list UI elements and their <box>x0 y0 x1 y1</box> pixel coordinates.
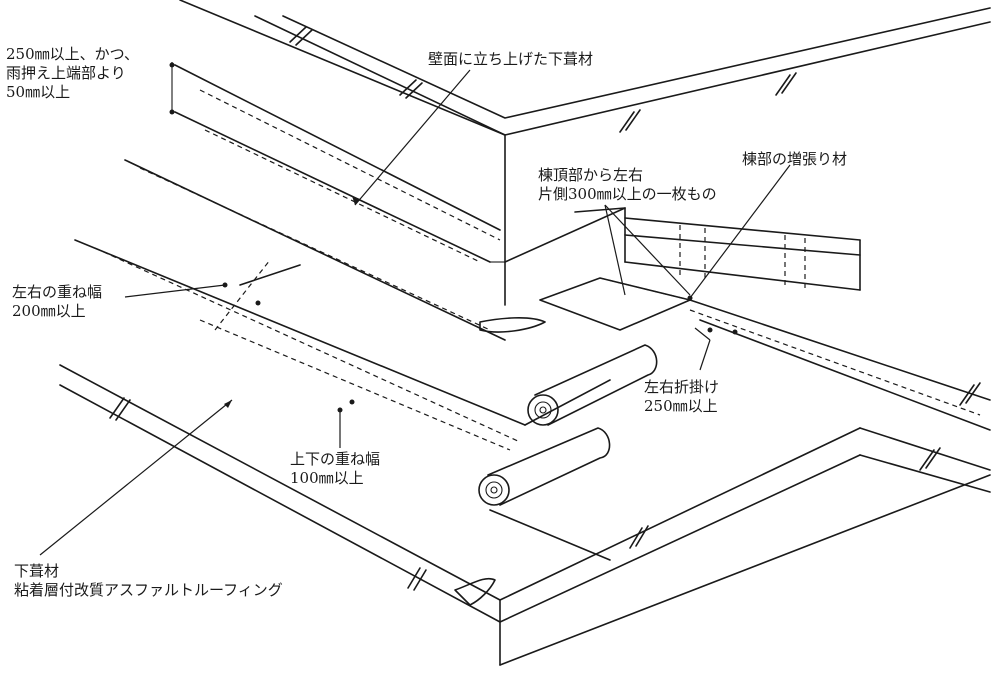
wall-hatch-marks <box>289 26 797 133</box>
wall-underlay-lines <box>171 62 501 263</box>
wall-underlay-label: 壁面に立ち上げた下葺材 <box>428 50 594 68</box>
underlay-line1: 下葺材 <box>14 562 60 580</box>
underlay-line2: 粘着層付改質アスファルトルーフィング <box>14 581 283 599</box>
side-overlap-line2: 200㎜以上 <box>12 302 86 320</box>
vertical-overlap-line2: 100㎜以上 <box>290 469 364 487</box>
wall-rise-condition-line3: 50㎜以上 <box>6 83 71 101</box>
wall-rise-condition-label: 250㎜以上、かつ、 雨押え上端部より 50㎜以上 <box>6 45 139 102</box>
eaves-hatch-marks <box>109 382 981 591</box>
ridge-one-piece-line2: 片側300㎜以上の一枚もの <box>538 185 717 203</box>
ridge-extra-label: 棟部の増張り材 <box>742 150 848 168</box>
wall-rise-condition-line2: 雨押え上端部より <box>6 64 126 82</box>
fold-over-line2: 250㎜以上 <box>644 397 718 415</box>
ridge-one-piece-line1: 棟頂部から左右 <box>538 166 644 184</box>
roof-surface <box>59 159 991 666</box>
fold-over-line1: 左右折掛け <box>644 378 720 396</box>
ridge-area <box>539 207 861 331</box>
fold-over-label: 左右折掛け 250㎜以上 <box>644 378 719 416</box>
wall-structure <box>179 0 991 306</box>
side-overlap-label: 左右の重ね幅 200㎜以上 <box>12 283 102 321</box>
side-overlap-line1: 左右の重ね幅 <box>12 283 103 301</box>
ridge-one-piece-label: 棟頂部から左右 片側300㎜以上の一枚もの <box>538 166 717 204</box>
roll-upper <box>527 344 658 426</box>
leader-lines <box>39 62 791 556</box>
vertical-overlap-line1: 上下の重ね幅 <box>290 450 381 468</box>
vertical-overlap-label: 上下の重ね幅 100㎜以上 <box>290 450 380 488</box>
wall-rise-condition-line1: 250㎜以上、かつ、 <box>6 45 140 63</box>
roofing-rolls <box>478 344 658 506</box>
roll-lower <box>478 427 611 506</box>
underlay-material-label: 下葺材 粘着層付改質アスファルトルーフィング <box>14 562 283 600</box>
